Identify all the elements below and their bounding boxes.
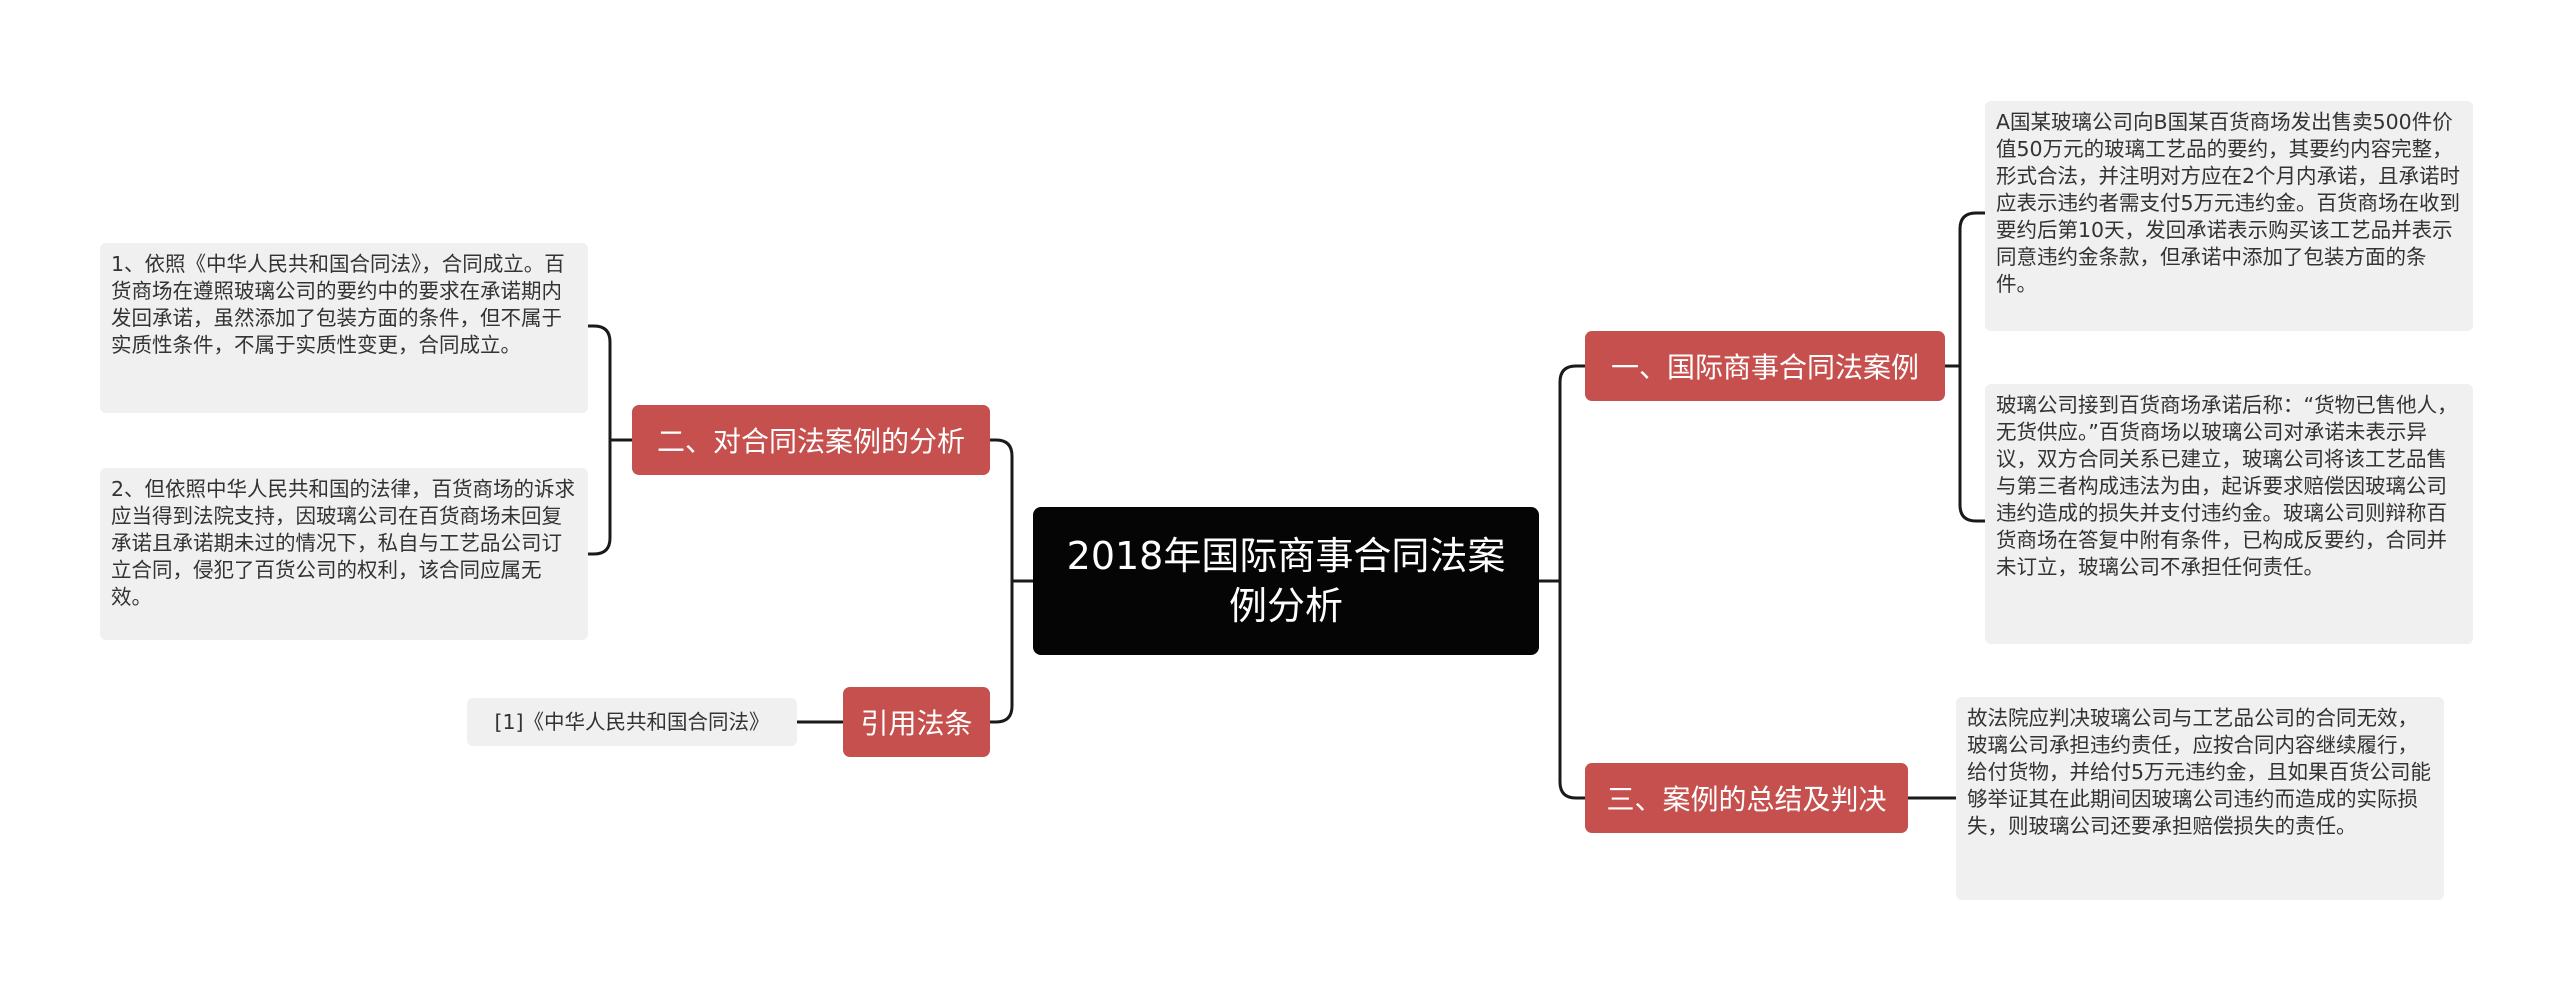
connector-to-branch-4: [988, 579, 1014, 724]
leaf-text: 玻璃公司接到百货商场承诺后称：“货物已售他人，无货供应。”百货商场以玻璃公司对承…: [1996, 393, 2458, 579]
connector-b2-leaf-2: [586, 438, 612, 556]
connector-b1-leaf-2: [1958, 364, 1987, 523]
leaf-analysis-2[interactable]: 2、但依照中华人民共和国的法律，百货商场的诉求应当得到法院支持，因玻璃公司在百货…: [100, 468, 588, 640]
connector-to-branch-2: [988, 438, 1014, 583]
branch-cited-law[interactable]: 引用法条: [843, 687, 990, 757]
leaf-text: 故法院应判决玻璃公司与工艺品公司的合同无效，玻璃公司承担违约责任，应按合同内容继…: [1967, 706, 2432, 838]
connector-b2-leaf-1: [586, 324, 612, 442]
leaf-case-description[interactable]: A国某玻璃公司向B国某百货商场发出售卖500件价值50万元的玻璃工艺品的要约，其…: [1985, 101, 2473, 331]
branch-case-summary-judgment[interactable]: 三、案例的总结及判决: [1585, 763, 1908, 833]
connector-to-branch-3: [1558, 579, 1587, 800]
branch-label: 三、案例的总结及判决: [1606, 783, 1887, 816]
leaf-text: 2、但依照中华人民共和国的法律，百货商场的诉求应当得到法院支持，因玻璃公司在百货…: [111, 477, 576, 609]
leaf-text: [1]《中华人民共和国合同法》: [494, 709, 770, 734]
leaf-case-dispute[interactable]: 玻璃公司接到百货商场承诺后称：“货物已售他人，无货供应。”百货商场以玻璃公司对承…: [1985, 384, 2473, 644]
branch-label: 二、对合同法案例的分析: [656, 425, 965, 458]
branch-case-analysis[interactable]: 二、对合同法案例的分析: [632, 405, 990, 475]
connector-b1-leaf-1: [1958, 211, 1987, 368]
leaf-text: 1、依照《中华人民共和国合同法》，合同成立。百货商场在遵照玻璃公司的要约中的要求…: [111, 252, 565, 357]
leaf-citation[interactable]: [1]《中华人民共和国合同法》: [467, 698, 797, 746]
leaf-judgment[interactable]: 故法院应判决玻璃公司与工艺品公司的合同无效，玻璃公司承担违约责任，应按合同内容继…: [1956, 697, 2444, 900]
central-topic-label: 2018年国际商事合同法案例分析: [1066, 534, 1506, 628]
branch-international-contract-case[interactable]: 一、国际商事合同法案例: [1585, 331, 1945, 401]
connector-to-branch-1: [1558, 364, 1587, 583]
central-topic[interactable]: 2018年国际商事合同法案例分析: [1033, 507, 1539, 655]
branch-label: 引用法条: [860, 707, 973, 740]
leaf-analysis-1[interactable]: 1、依照《中华人民共和国合同法》，合同成立。百货商场在遵照玻璃公司的要约中的要求…: [100, 243, 588, 413]
leaf-text: A国某玻璃公司向B国某百货商场发出售卖500件价值50万元的玻璃工艺品的要约，其…: [1996, 110, 2461, 296]
branch-label: 一、国际商事合同法案例: [1610, 351, 1919, 384]
